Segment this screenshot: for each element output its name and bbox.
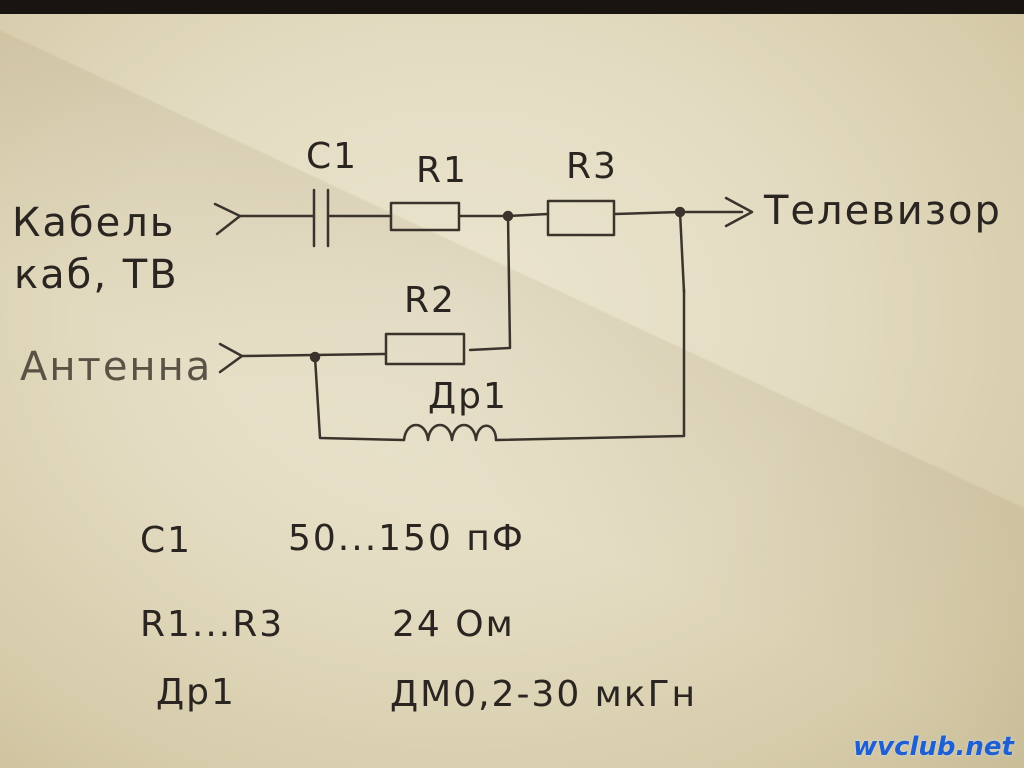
r1-label: R1 [416,150,468,191]
cable-tv-label: каб, ТВ [14,252,179,298]
antenna-input-arrow [218,342,244,374]
parts-ref-dr1: Др1 [156,672,236,713]
parts-value-resistors: 24 Ом [392,604,515,645]
inductor-dr1 [402,423,498,442]
parts-value-dr1: ДМ0,2-30 мкГн [390,674,698,715]
resistor-r1 [389,201,461,232]
tv-output-arrow [724,196,754,228]
dr1-label: Др1 [428,376,508,417]
wire-choke-output [494,288,686,442]
parts-ref-resistors: R1...R3 [140,604,285,645]
antenna-label: Антенна [20,344,213,390]
resistor-r3 [546,199,616,237]
r2-label: R2 [404,280,456,321]
parts-ref-c1: C1 [140,520,193,561]
wire-junction-r3 [506,212,550,218]
resistor-r2 [384,332,466,366]
tv-label: Телевизор [764,188,1002,234]
c1-label: C1 [306,136,359,177]
cable-input-arrow [213,202,242,236]
site-watermark: wvclub.net [853,732,1014,762]
parts-value-c1: 50...150 пФ [288,518,525,559]
paper-sheet [0,14,1024,768]
wire-r3-output [613,210,682,216]
wire-junction-r2 [468,214,512,352]
wire-antenna-choke [313,355,406,442]
cable-label: Кабель [12,200,176,246]
r3-label: R3 [566,146,618,187]
wire-output-down [678,210,686,294]
